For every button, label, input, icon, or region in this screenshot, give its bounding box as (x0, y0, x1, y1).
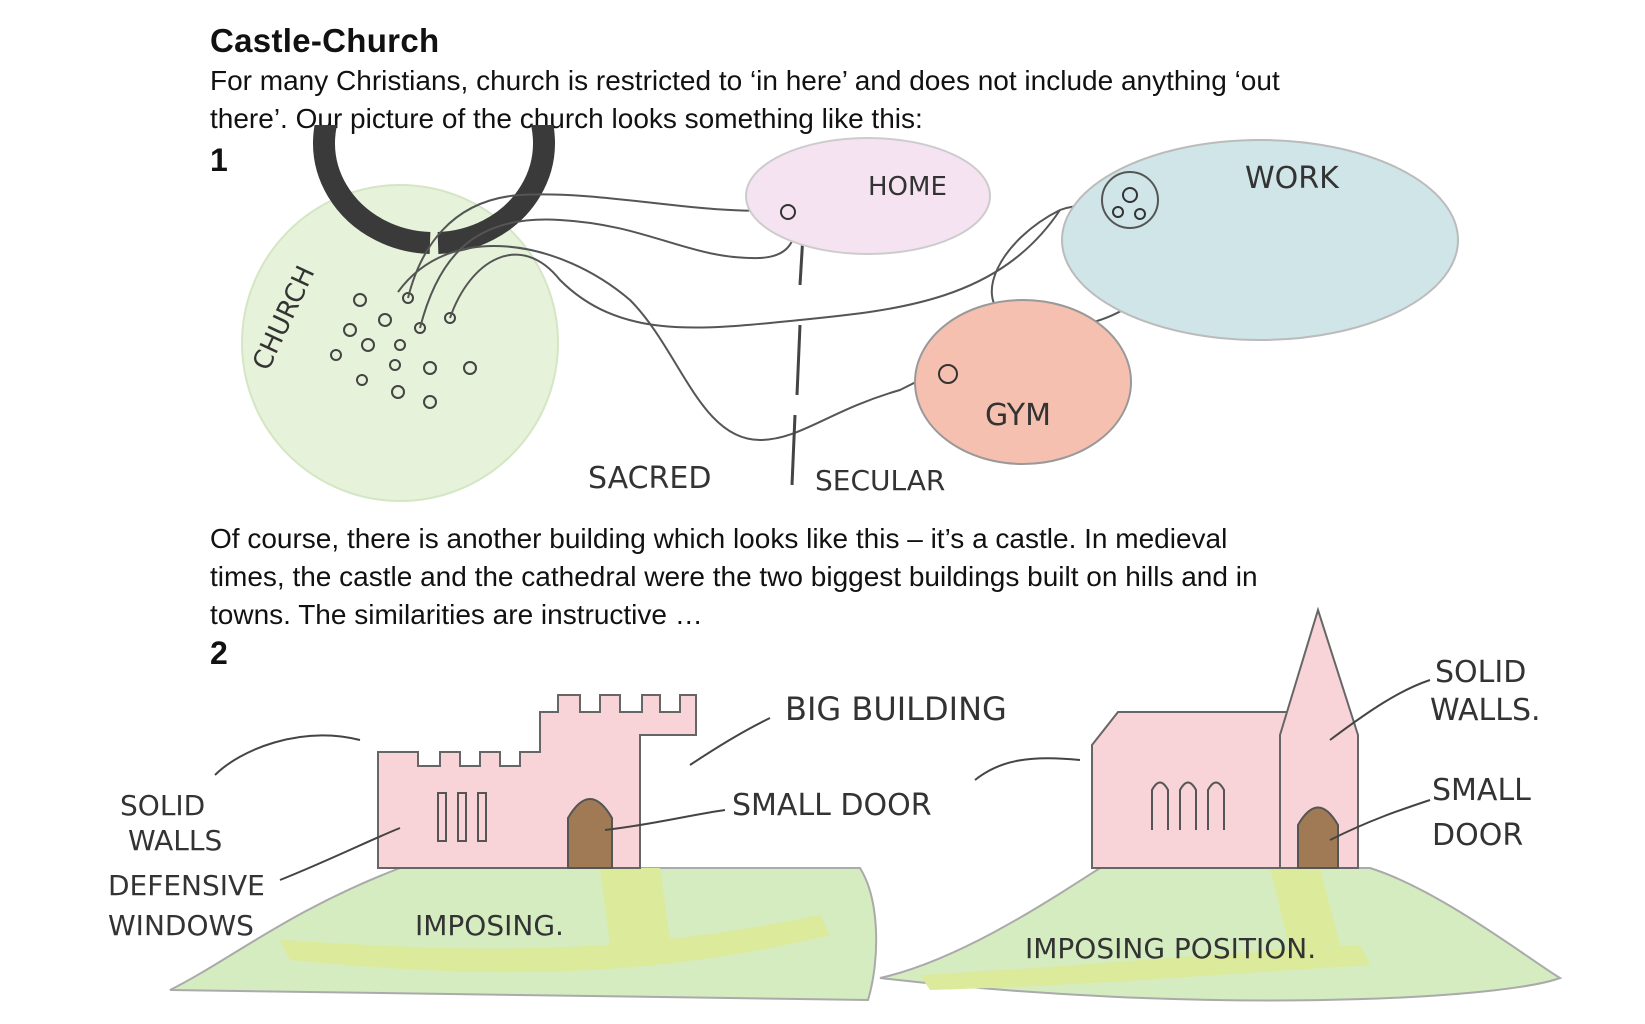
label-small-door-mid: SMALL DOOR (732, 788, 932, 823)
label-door-right: DOOR (1432, 818, 1523, 853)
church-circle (241, 184, 559, 502)
church-windows (1151, 781, 1225, 830)
label-secular: SECULAR (815, 464, 945, 497)
label-big-building: BIG BUILDING (785, 690, 1007, 728)
label-solid-walls-right-1: SOLID (1435, 655, 1526, 690)
home-ellipse (745, 137, 991, 255)
church-spire (1279, 606, 1359, 869)
label-solid-walls-right-2: WALLS. (1430, 693, 1541, 728)
label-imposing: IMPOSING. (415, 909, 564, 942)
middle-paragraph: Of course, there is another building whi… (210, 520, 1460, 634)
intro-paragraph: For many Christians, church is restricte… (210, 62, 1460, 138)
label-work: WORK (1245, 161, 1340, 196)
label-small-right: SMALL (1432, 773, 1531, 808)
figure-1-number: 1 (210, 142, 228, 178)
gym-person (938, 364, 958, 384)
church-door (1297, 806, 1339, 869)
gym-ellipse (914, 299, 1132, 465)
label-defensive: DEFENSIVE (108, 869, 265, 902)
church-nave (1091, 711, 1291, 869)
figure-2-number: 2 (210, 635, 228, 671)
people-dots (330, 292, 477, 409)
castle-path (280, 915, 830, 973)
middle-line-3: towns. The similarities are instructive … (210, 599, 703, 630)
page-title: Castle-Church (210, 22, 440, 59)
work-ellipse (1061, 139, 1459, 341)
castle-hill (169, 867, 878, 1002)
label-sacred: SACRED (588, 461, 711, 496)
label-solid-walls-left-2: WALLS (128, 824, 222, 857)
annotation-arrows (214, 679, 1431, 881)
middle-line-2: times, the castle and the cathedral were… (210, 561, 1258, 592)
castle-door (567, 798, 613, 869)
label-solid-walls-left-1: SOLID (120, 789, 205, 822)
label-windows: WINDOWS (108, 909, 254, 942)
label-home: HOME (868, 172, 947, 202)
label-gym: GYM (985, 398, 1051, 433)
figure-2-diagram: SOLID WALLS DEFENSIVE WINDOWS IMPOSING. … (108, 606, 1563, 1002)
figure-1-diagram: HOME WORK GYM CHURCH SACRED SECULAR (241, 125, 1459, 502)
label-imposing-position: IMPOSING POSITION. (1025, 932, 1316, 965)
castle-building (377, 694, 697, 869)
church-path (920, 945, 1370, 990)
home-person (780, 204, 796, 220)
work-group (1101, 171, 1159, 229)
intro-line-1: For many Christians, church is restricte… (210, 65, 1280, 96)
castle-windows (437, 792, 487, 842)
middle-line-1: Of course, there is another building whi… (210, 523, 1228, 554)
